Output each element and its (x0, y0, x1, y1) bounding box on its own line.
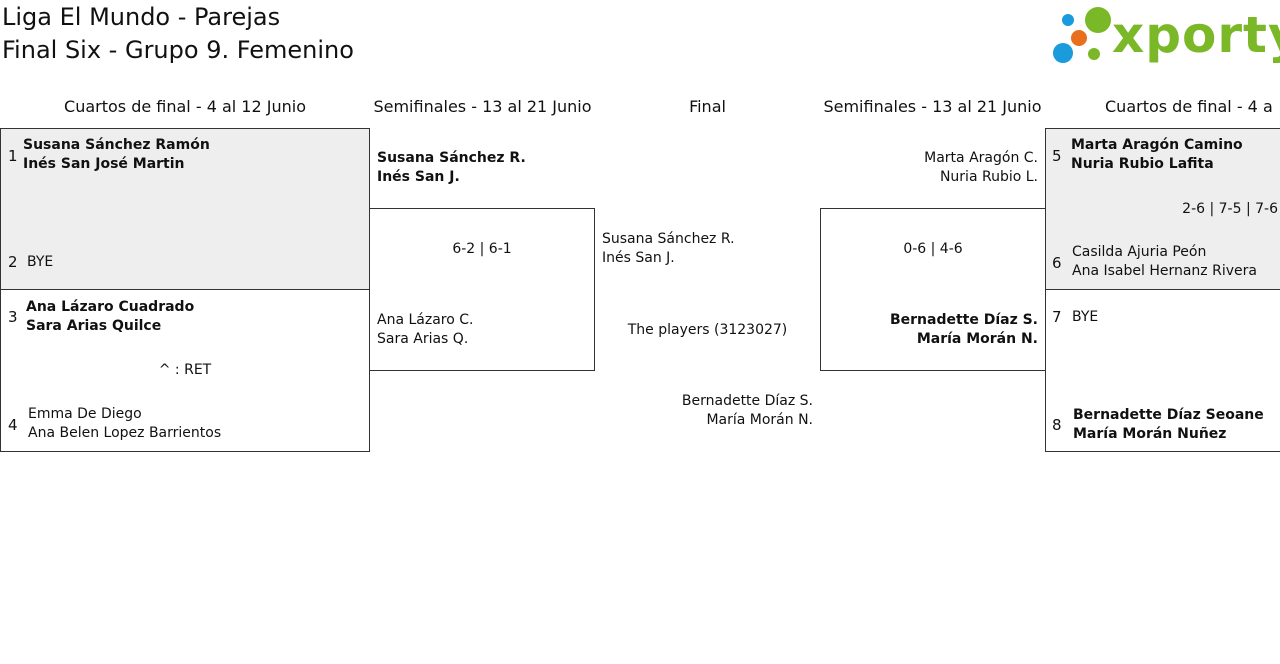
player-name[interactable]: Emma De Diego (28, 406, 142, 422)
player-name[interactable]: Sara Arias Q. (377, 331, 469, 347)
player-name[interactable]: María Morán N. (916, 331, 1038, 347)
match-score: 0-6 | 4-6 (903, 241, 963, 257)
player-name[interactable]: Inés San J. (602, 250, 675, 266)
player-name[interactable]: Marta Aragón C. (924, 150, 1038, 166)
round-header-sf-left: Semifinales - 13 al 21 Junio (373, 97, 592, 116)
page-subtitle: Final Six - Grupo 9. Femenino (2, 36, 354, 64)
player-name[interactable]: Casilda Ajuria Peón (1072, 244, 1207, 260)
seed-number: 7 (1052, 308, 1062, 326)
final-result: The players (3123027) (627, 322, 788, 338)
left-qf-match-2: 3 Ana Lázaro Cuadrado Sara Arias Quilce … (0, 289, 370, 452)
player-name[interactable]: Susana Sánchez R. (377, 150, 526, 166)
round-header-qf-left: Cuartos de final - 4 al 12 Junio (64, 97, 306, 116)
xporty-logo: xporty (1050, 4, 1280, 68)
left-sf-match: 6-2 | 6-1 Ana Lázaro C. Sara Arias Q. (369, 208, 595, 371)
left-qf-match-1: 1 Susana Sánchez Ramón Inés San José Mar… (0, 128, 370, 290)
player-name[interactable]: Ana Lázaro C. (377, 312, 474, 328)
player-name[interactable]: Nuria Rubio L. (939, 169, 1038, 185)
match-score: 2-6 | 7-5 | 7-6 (1182, 201, 1278, 217)
player-name[interactable]: Bernadette Díaz S. (889, 312, 1038, 328)
player-name[interactable]: María Morán N. (706, 412, 813, 428)
right-sf-match: 0-6 | 4-6 Bernadette Díaz S. María Morán… (820, 208, 1046, 371)
logo-dots-icon (1053, 7, 1111, 63)
page-title: Liga El Mundo - Parejas (2, 3, 281, 31)
player-name[interactable]: Inés San José Martin (23, 156, 185, 172)
round-header-sf-right: Semifinales - 13 al 21 Junio (823, 97, 1042, 116)
player-name[interactable]: Bernadette Díaz Seoane (1073, 407, 1264, 423)
right-qf-match-1: 5 Marta Aragón Camino Nuria Rubio Lafita… (1045, 128, 1280, 290)
player-name[interactable]: Susana Sánchez R. (602, 231, 735, 247)
player-name[interactable]: Marta Aragón Camino (1071, 137, 1243, 153)
seed-number: 6 (1052, 254, 1062, 272)
player-name[interactable]: Ana Lázaro Cuadrado (26, 299, 195, 315)
player-name[interactable]: Ana Isabel Hernanz Rivera (1072, 263, 1257, 279)
seed-number: 2 (8, 253, 18, 271)
player-name: BYE (27, 254, 54, 270)
match-score: 6-2 | 6-1 (452, 241, 512, 257)
seed-number: 3 (8, 308, 18, 326)
player-name[interactable]: María Morán Nuñez (1073, 426, 1227, 442)
player-name[interactable]: Sara Arias Quilce (26, 318, 162, 334)
match-score: ^ : RET (158, 362, 212, 378)
round-header-final: Final (689, 97, 726, 116)
round-header-qf-right: Cuartos de final - 4 a (1105, 97, 1273, 116)
seed-number: 4 (8, 416, 18, 434)
logo-wordmark: xporty (1112, 6, 1280, 64)
seed-number: 5 (1052, 147, 1062, 165)
player-name[interactable]: Bernadette Díaz S. (681, 393, 813, 409)
seed-number: 1 (8, 147, 18, 165)
right-qf-match-2: 7 BYE 8 Bernadette Díaz Seoane María Mor… (1045, 289, 1280, 452)
player-name[interactable]: Susana Sánchez Ramón (23, 137, 210, 153)
player-name: BYE (1072, 309, 1099, 325)
seed-number: 8 (1052, 416, 1062, 434)
player-name[interactable]: Inés San J. (377, 169, 460, 185)
player-name[interactable]: Ana Belen Lopez Barrientos (28, 425, 222, 441)
player-name[interactable]: Nuria Rubio Lafita (1071, 156, 1214, 172)
